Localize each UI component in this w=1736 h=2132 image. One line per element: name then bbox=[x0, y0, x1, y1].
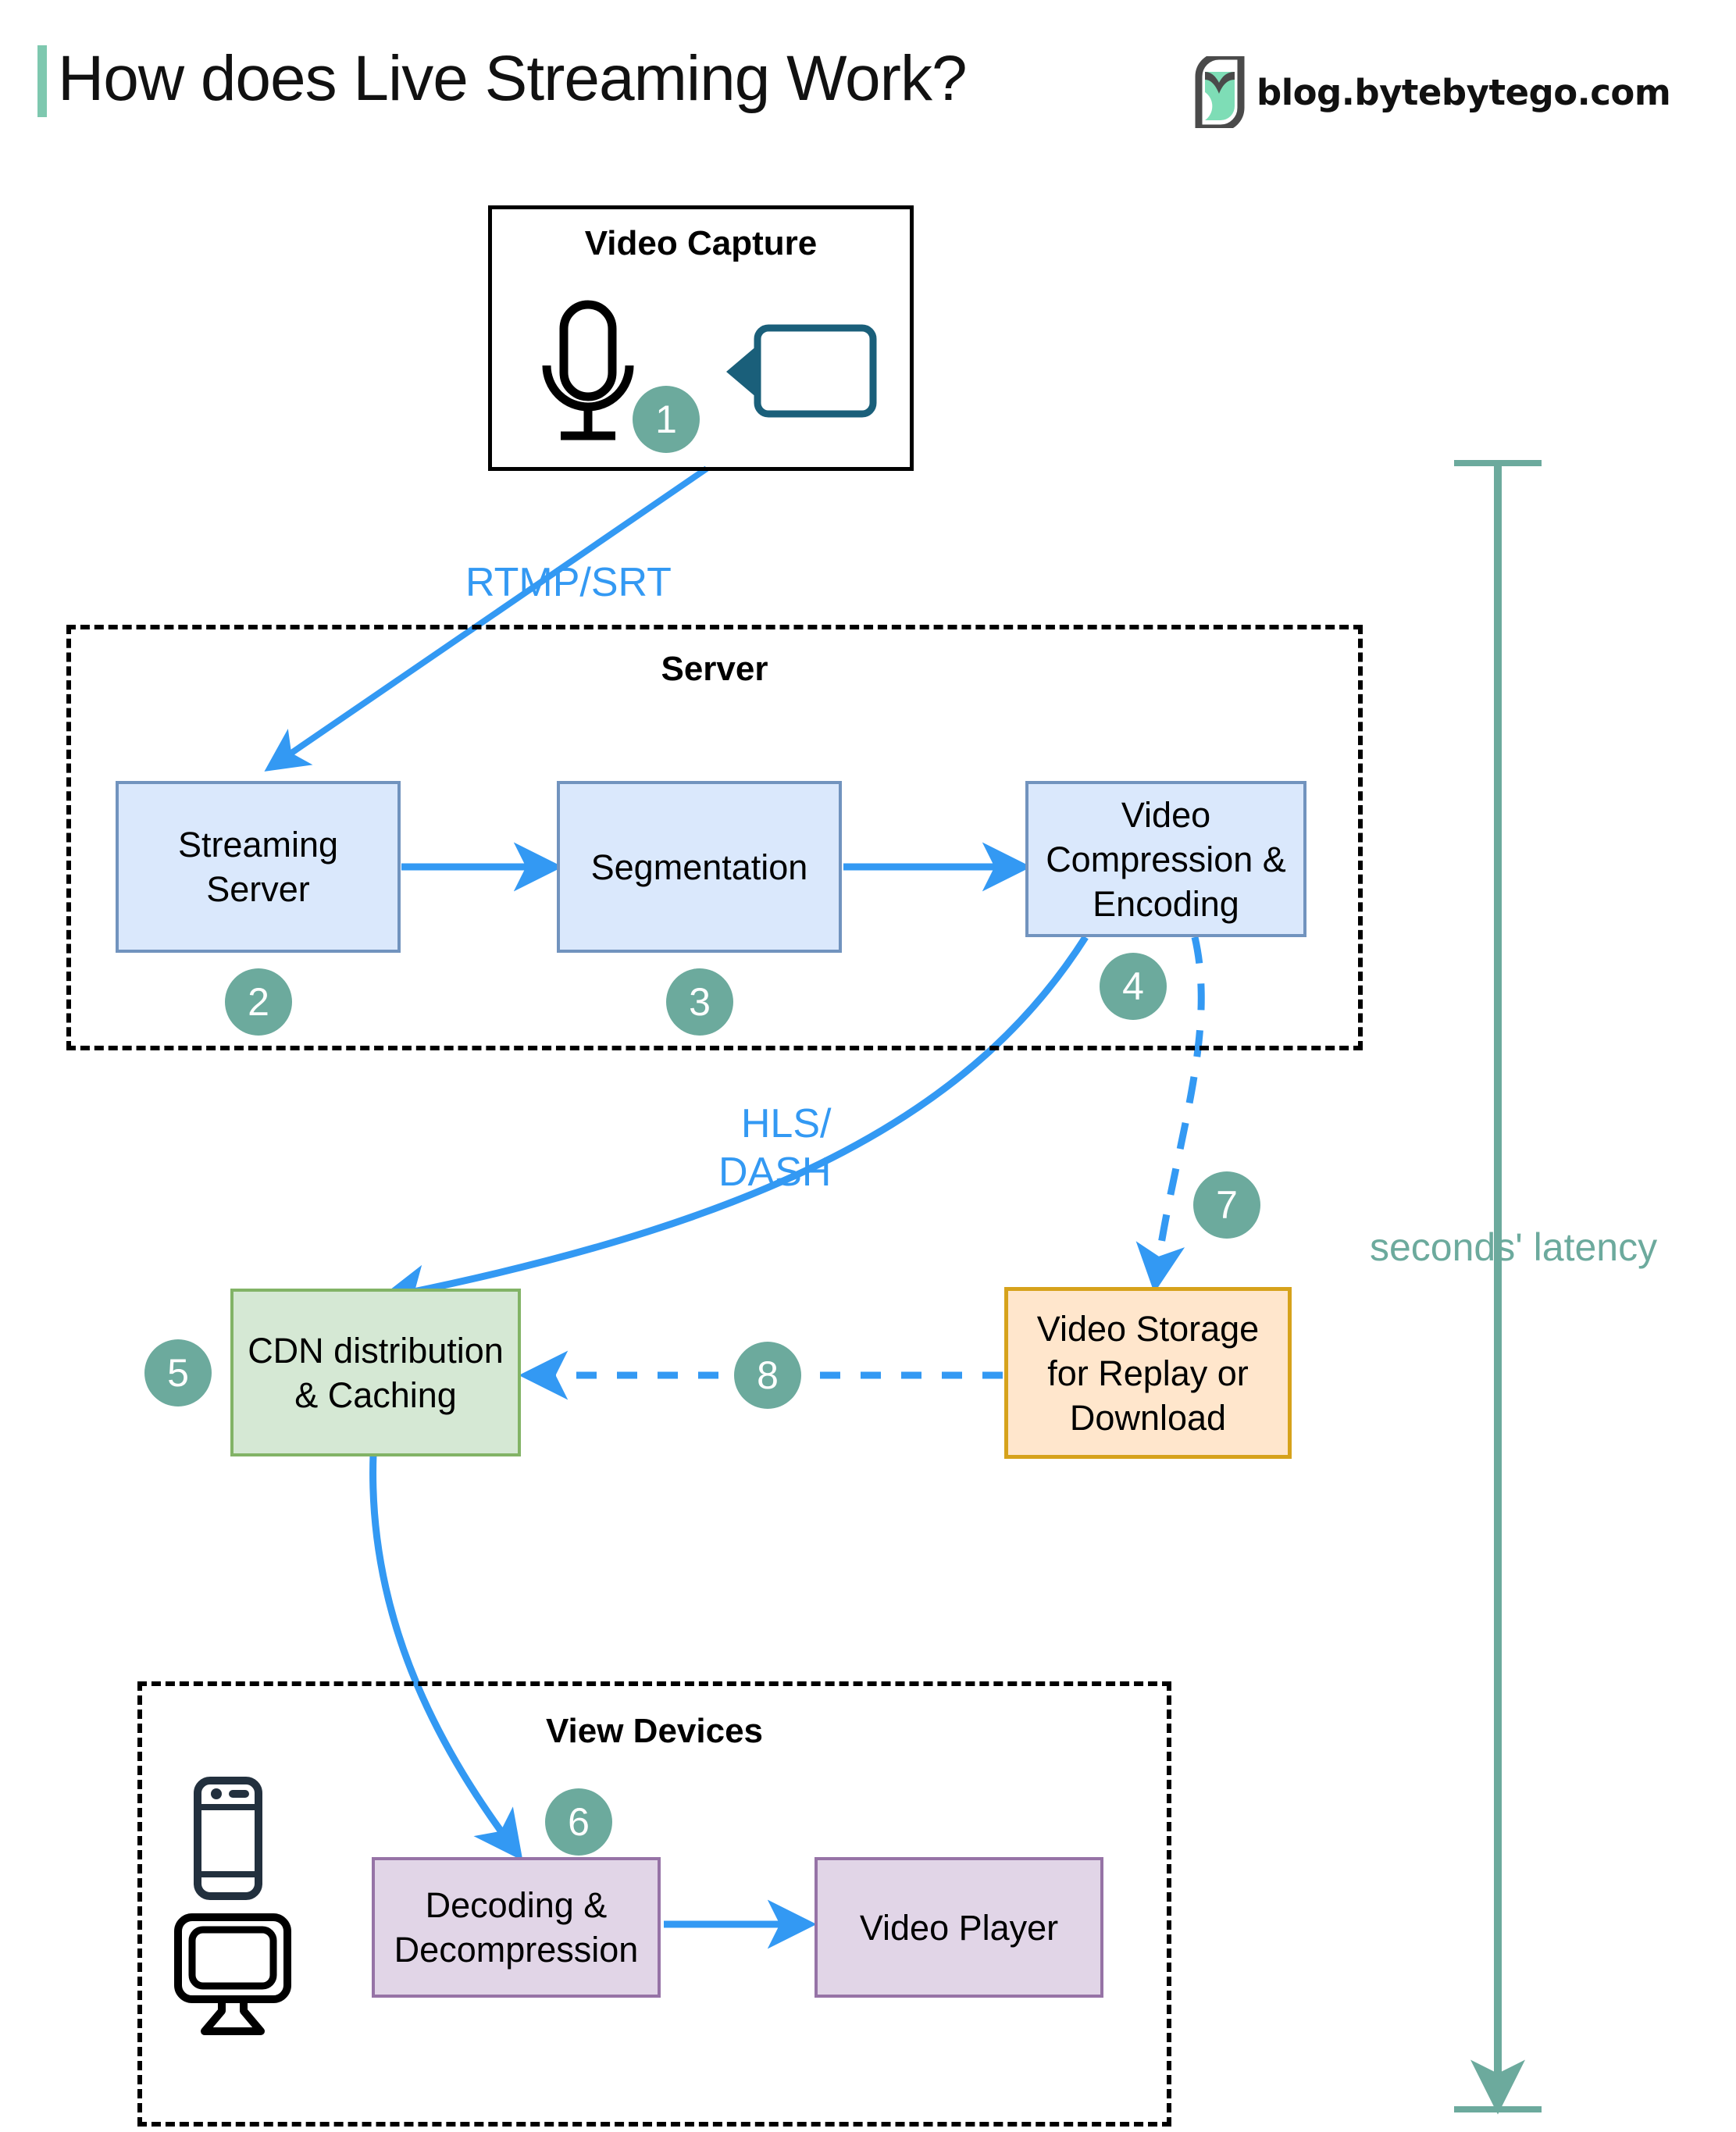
brand-text: blog.bytebytego.com bbox=[1257, 71, 1671, 113]
brand: blog.bytebytego.com bbox=[1191, 52, 1671, 132]
edge-label-hls-dash: HLS/ DASH bbox=[718, 1101, 832, 1195]
badge-5-number: 5 bbox=[167, 1351, 189, 1395]
badge-3-number: 3 bbox=[689, 980, 711, 1024]
badge-1: 1 bbox=[633, 386, 700, 453]
badge-4: 4 bbox=[1100, 953, 1167, 1020]
bytebytego-logo-icon bbox=[1191, 52, 1249, 132]
latency-bracket bbox=[1454, 460, 1542, 2115]
node-video-storage-label: Video Storage for Replay or Download bbox=[1036, 1308, 1260, 1438]
node-video-storage[interactable]: Video Storage for Replay or Download bbox=[1004, 1287, 1292, 1459]
edge-label-rtmp-srt: RTMP/SRT bbox=[465, 560, 672, 605]
badge-8: 8 bbox=[734, 1342, 801, 1409]
node-decoding-label: Decoding & Decompression bbox=[394, 1885, 639, 1970]
node-segmentation[interactable]: Segmentation bbox=[557, 781, 842, 953]
badge-5: 5 bbox=[144, 1339, 212, 1406]
group-video-capture bbox=[488, 205, 914, 471]
badge-6: 6 bbox=[545, 1788, 612, 1856]
page-header: How does Live Streaming Work? blog.byteb… bbox=[0, 0, 1736, 164]
node-video-compression[interactable]: Video Compression & Encoding bbox=[1025, 781, 1306, 937]
node-cdn-label: CDN distribution & Caching bbox=[248, 1330, 504, 1415]
badge-7: 7 bbox=[1193, 1171, 1260, 1239]
node-video-player-label: Video Player bbox=[859, 1907, 1059, 1948]
badge-3: 3 bbox=[666, 968, 733, 1036]
badge-2: 2 bbox=[225, 968, 292, 1036]
group-video-capture-title: Video Capture bbox=[584, 224, 818, 262]
node-video-compression-label: Video Compression & Encoding bbox=[1046, 794, 1286, 924]
group-view-devices-title: View Devices bbox=[545, 1712, 764, 1750]
node-streaming-server-label: Streaming Server bbox=[177, 825, 339, 909]
group-view-devices bbox=[137, 1681, 1171, 2127]
title-accent-bar bbox=[37, 45, 47, 117]
badge-7-number: 7 bbox=[1216, 1183, 1238, 1227]
node-segmentation-label: Segmentation bbox=[590, 847, 808, 887]
node-decoding[interactable]: Decoding & Decompression bbox=[372, 1857, 661, 1998]
badge-6-number: 6 bbox=[568, 1800, 590, 1844]
badge-4-number: 4 bbox=[1122, 964, 1144, 1008]
badge-1-number: 1 bbox=[655, 398, 677, 441]
badge-8-number: 8 bbox=[757, 1353, 779, 1397]
node-cdn[interactable]: CDN distribution & Caching bbox=[230, 1289, 521, 1456]
badge-2-number: 2 bbox=[248, 980, 269, 1024]
page-title: How does Live Streaming Work? bbox=[58, 43, 968, 114]
node-video-player[interactable]: Video Player bbox=[815, 1857, 1103, 1998]
group-server-title: Server bbox=[661, 650, 768, 688]
latency-label: seconds' latency bbox=[1370, 1225, 1658, 1269]
node-streaming-server[interactable]: Streaming Server bbox=[116, 781, 401, 953]
group-server bbox=[66, 625, 1363, 1050]
